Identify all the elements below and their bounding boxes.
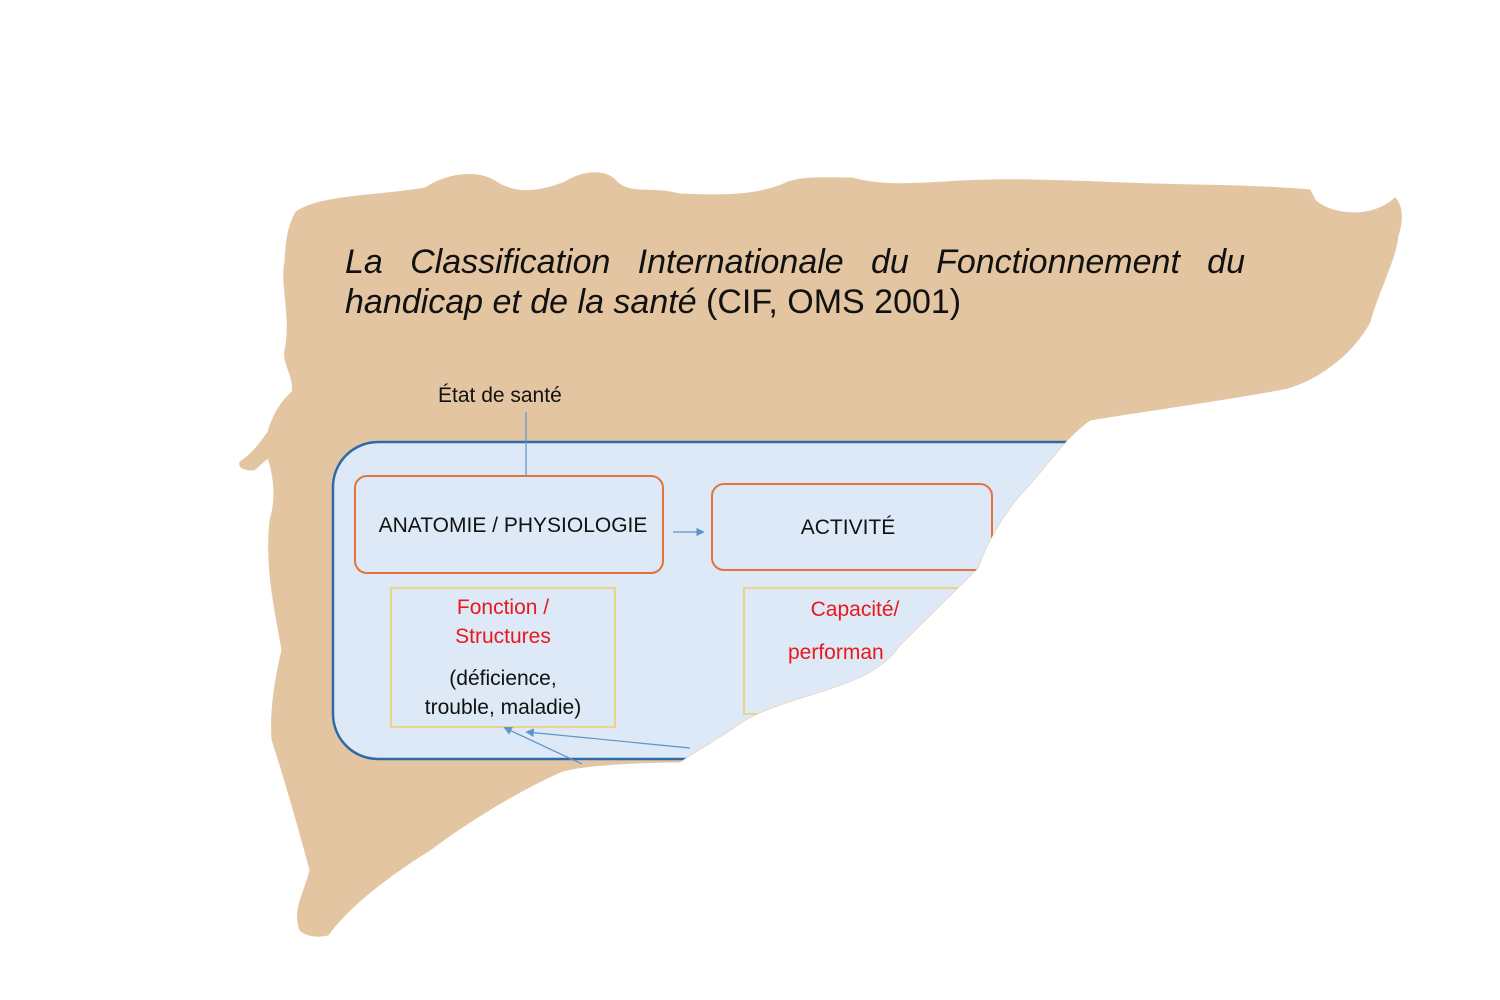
- capacity-title-line1: Capacité/: [811, 598, 900, 621]
- anatomy-label: ANATOMIE / PHYSIOLOGIE: [379, 514, 648, 537]
- diagram-title: La Classification Internationale du Fonc…: [345, 242, 1245, 322]
- title-word: du: [1207, 243, 1245, 281]
- health-condition-label: État de santé: [438, 384, 562, 407]
- title-word: Internationale: [637, 243, 844, 281]
- title-citation: (CIF, OMS 2001): [696, 283, 962, 321]
- function-structures-box: [390, 587, 616, 728]
- function-detail-line1: (déficience,: [449, 667, 556, 690]
- title-word: Classification: [410, 243, 611, 281]
- function-title-line2: Structures: [455, 625, 551, 648]
- function-title-line1: Fonction /: [457, 596, 549, 619]
- title-word: du: [870, 243, 909, 281]
- arrow-to-capacity: [764, 714, 773, 745]
- title-italic-part: handicap et de la santé: [345, 283, 697, 321]
- title-line1: La Classification Internationale du Fonc…: [345, 242, 1245, 282]
- activity-box: [711, 483, 993, 571]
- capacity-title-line2: performan: [788, 641, 884, 664]
- title-word: Fonctionnement: [936, 243, 1180, 281]
- arrow-to-function-2: [525, 728, 691, 749]
- arrow-to-function-1: [503, 727, 583, 765]
- title-word: La: [345, 243, 383, 281]
- title-line2: handicap et de la santé (CIF, OMS 2001): [345, 282, 1245, 322]
- anatomy-box: [354, 475, 664, 574]
- diagram-content: ANATOMIE / PHYSIOLOGIE ACTIVITÉ Fonction…: [331, 412, 1402, 765]
- activity-label: ACTIVITÉ: [801, 516, 896, 539]
- function-detail-line2: trouble, maladie): [425, 696, 581, 719]
